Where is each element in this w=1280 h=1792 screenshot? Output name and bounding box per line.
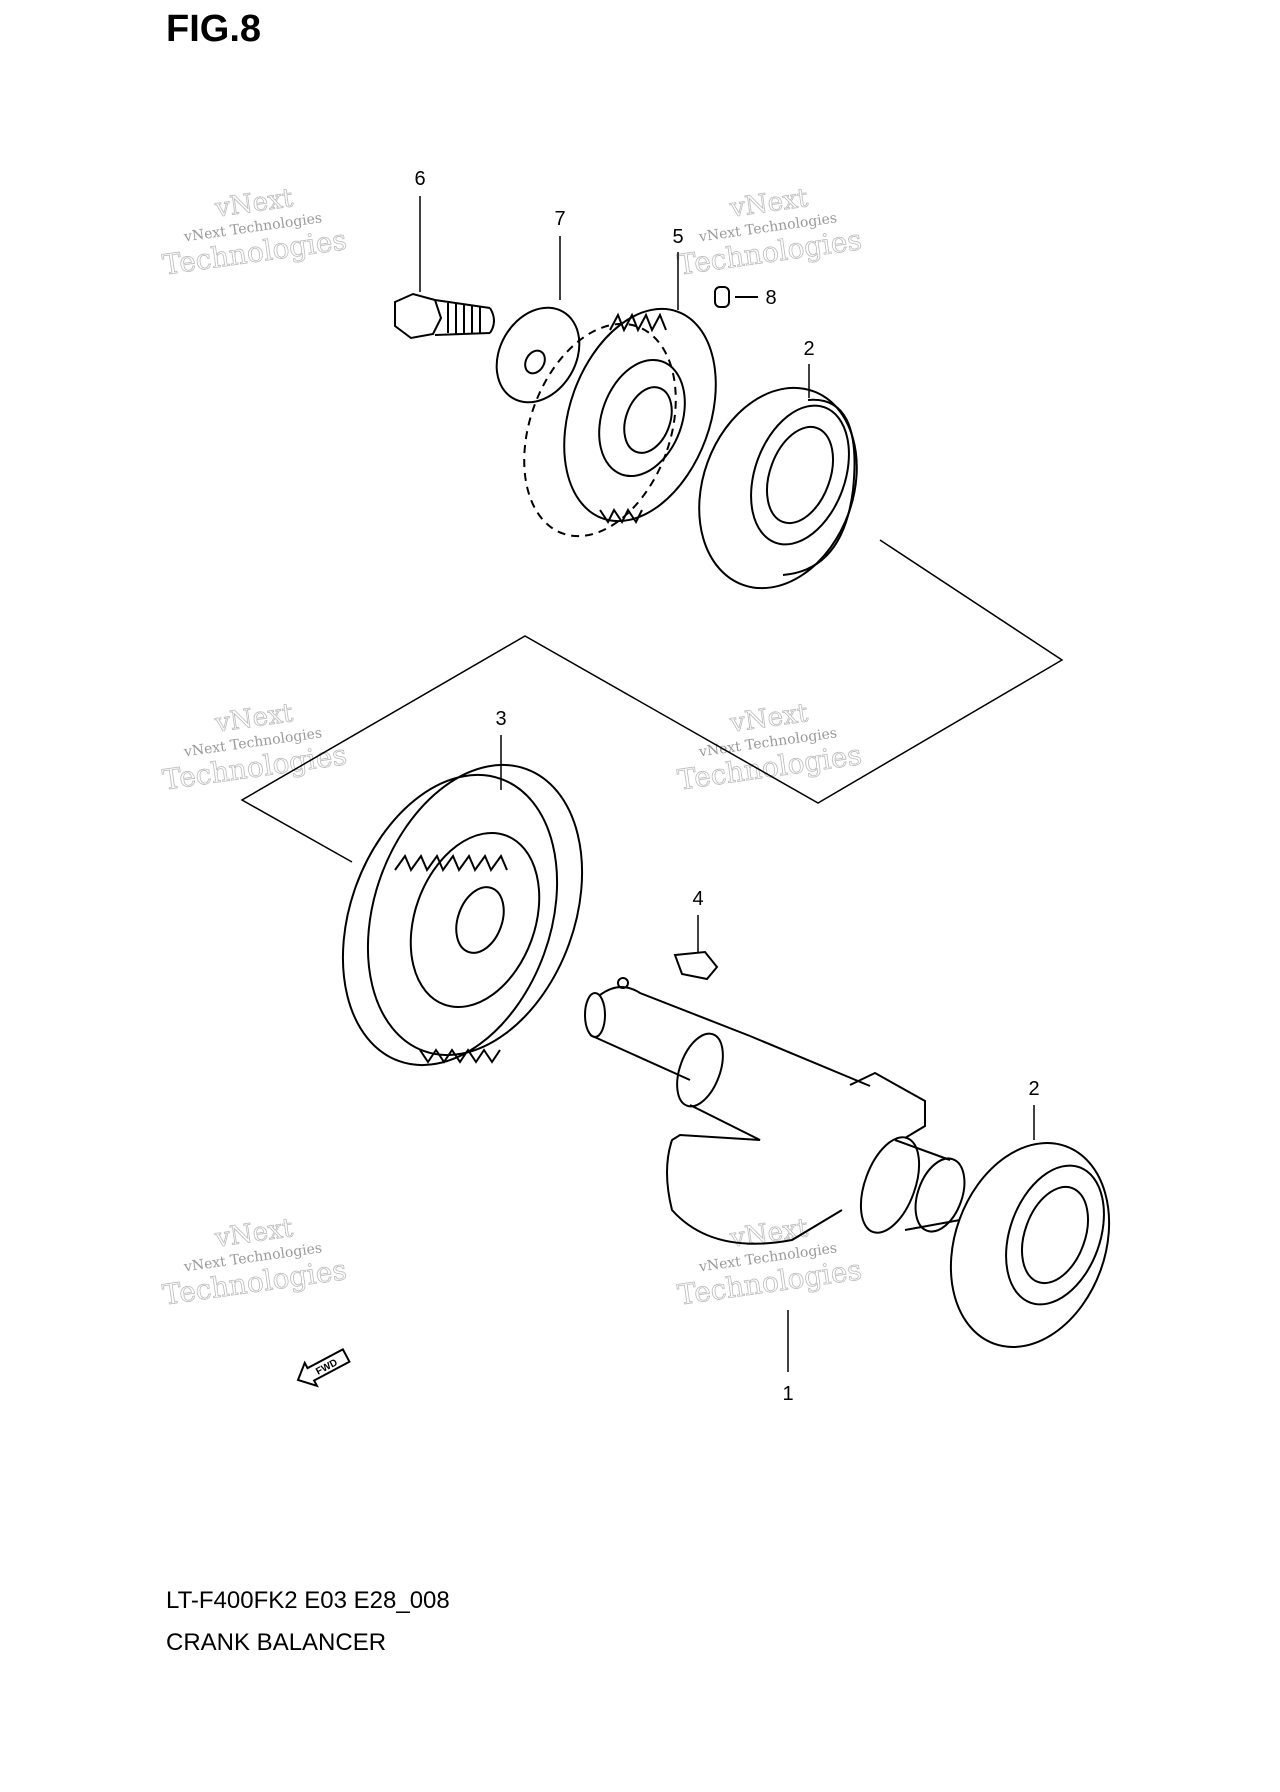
- forward-arrow-icon: FWD: [296, 1347, 351, 1388]
- washer: [495, 306, 581, 404]
- diagram-name: CRANK BALANCER: [166, 1629, 387, 1656]
- flange-bolt: [394, 292, 495, 340]
- balancer-driven-gear: [341, 763, 584, 1067]
- callout-2-upper: 2: [803, 338, 814, 360]
- balancer-drive-gear: [523, 307, 717, 538]
- balancer-shaft: [584, 977, 966, 1245]
- callout-5: 5: [672, 226, 683, 248]
- bearing-lower: [949, 1142, 1111, 1348]
- callout-8: 8: [765, 287, 776, 309]
- figure-title: FIG.8: [166, 8, 262, 50]
- callout-6: 6: [414, 168, 425, 190]
- watermarks: vNext vNext Technologies Technologies vN…: [160, 183, 864, 1312]
- assembly-guide-line: [240, 539, 1064, 863]
- bearing-upper: [698, 386, 858, 590]
- woodruff-key: [673, 950, 719, 981]
- callout-1: 1: [782, 1383, 793, 1405]
- dowel-pin: [714, 286, 730, 308]
- callout-4: 4: [692, 888, 703, 910]
- callout-3: 3: [495, 708, 506, 730]
- callout-7: 7: [554, 208, 565, 230]
- callout-2-lower: 2: [1028, 1078, 1039, 1100]
- model-code: LT-F400FK2 E03 E28_008: [166, 1587, 450, 1614]
- leader-lines: [419, 196, 1035, 1372]
